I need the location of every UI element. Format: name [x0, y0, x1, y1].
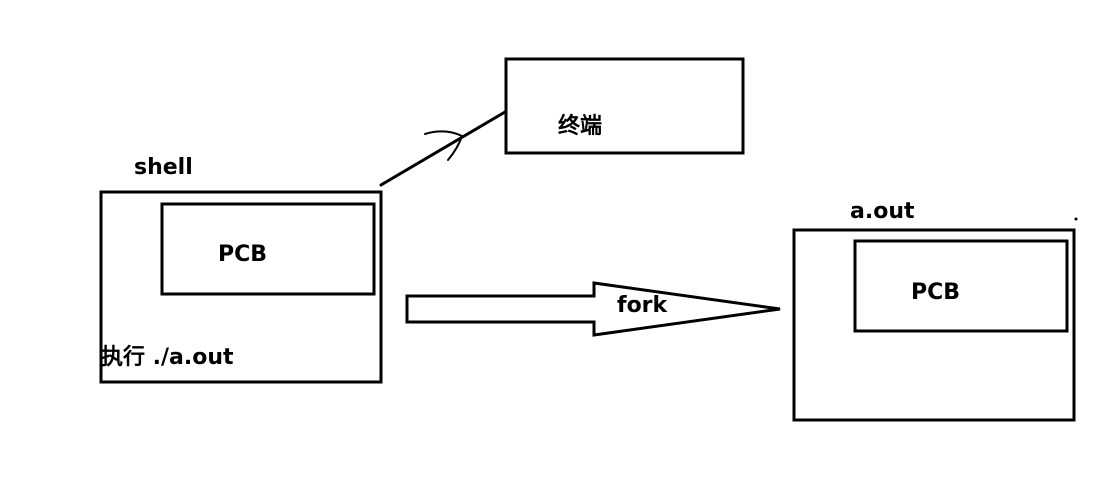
- fork-label: fork: [617, 293, 668, 318]
- aout-pcb-box: [853, 239, 1069, 333]
- aout-pcb-label: PCB: [911, 280, 961, 305]
- aout-label: a.out: [850, 199, 915, 224]
- shell-pcb-label: PCB: [218, 242, 268, 267]
- shell-to-terminal-arrowhead: [424, 130, 464, 161]
- shell-to-terminal-line: [379, 110, 507, 187]
- aout-process-box: [792, 228, 1076, 422]
- exec-command-label: 执行 ./a.out: [101, 345, 234, 370]
- stray-mark: [1074, 217, 1078, 221]
- shell-pcb-box: [160, 202, 376, 296]
- fork-block-arrow: [405, 281, 781, 337]
- terminal-label: 终端: [558, 114, 603, 139]
- shell-label: shell: [134, 155, 193, 180]
- shell-process-box: [99, 190, 383, 384]
- terminal-box: [504, 57, 745, 155]
